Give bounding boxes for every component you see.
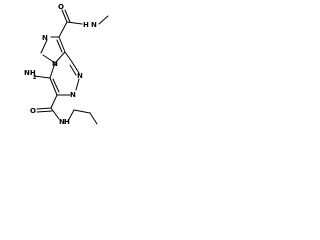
bond: [33, 75, 51, 79]
atom-label-o: O: [30, 107, 36, 115]
atom-label-nh: NH: [24, 69, 36, 77]
bond: [52, 78, 60, 93]
bond: [56, 39, 63, 53]
atom-labels: N N H O NH 2 N N N O N H: [24, 3, 97, 126]
atom-label-h: H: [83, 21, 89, 29]
bond: [49, 62, 56, 79]
atom-label-subscript: 2: [33, 75, 37, 81]
atom-label-n: N: [70, 91, 76, 99]
bond: [89, 112, 98, 125]
atom-label-n: N: [91, 21, 97, 29]
atom-label-n: N: [52, 60, 58, 68]
atom-label-h: H: [64, 118, 70, 126]
bond: [58, 36, 66, 53]
bond: [36, 107, 52, 110]
bond: [40, 39, 48, 54]
bond: [54, 51, 66, 64]
bond: [49, 77, 58, 96]
bond: [42, 54, 56, 64]
bond: [98, 15, 109, 25]
bond: [75, 78, 80, 91]
bond: [64, 51, 73, 63]
bond: [67, 109, 75, 122]
bond: [64, 9, 71, 23]
chemical-structure: N N H O NH 2 N N N O N H: [24, 3, 109, 126]
bond: [50, 94, 58, 109]
atom-label-o: O: [58, 3, 64, 11]
bond: [36, 110, 53, 113]
bond: [58, 21, 68, 38]
bond: [69, 64, 77, 76]
bonds: [33, 9, 109, 125]
bond: [71, 61, 80, 74]
atom-label-n: N: [77, 72, 83, 80]
bond: [73, 109, 91, 114]
bond: [50, 107, 60, 120]
bond: [66, 21, 83, 25]
atom-label-n: N: [42, 34, 48, 42]
bond: [61, 9, 68, 23]
atom-label-n: N: [59, 118, 65, 126]
